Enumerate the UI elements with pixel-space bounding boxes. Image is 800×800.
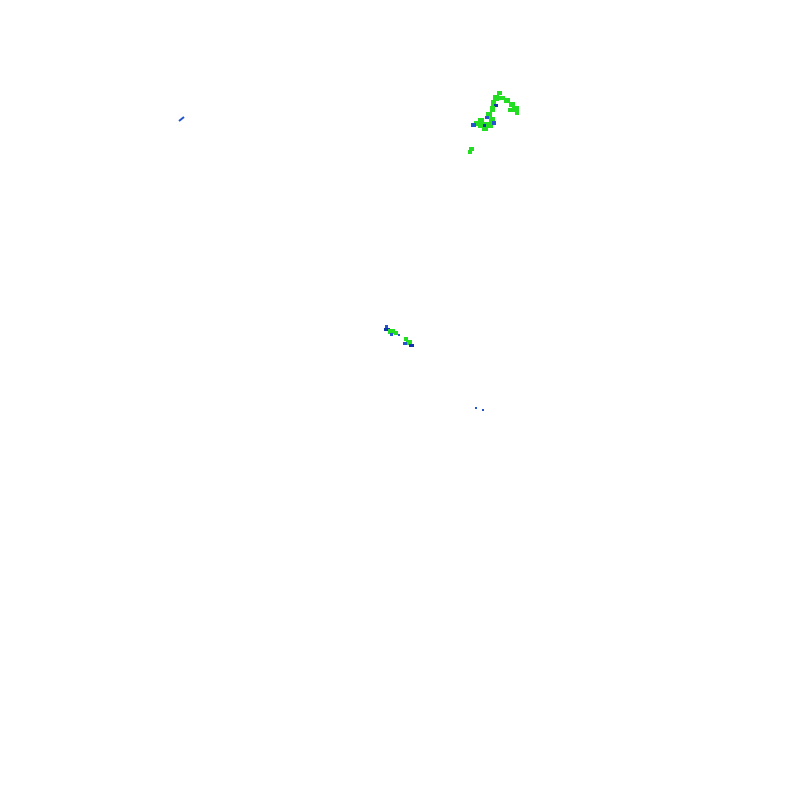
echo-pixel bbox=[485, 116, 489, 119]
small-northwest-return bbox=[178, 116, 185, 122]
echo-pixel bbox=[493, 95, 499, 101]
echo-pixel bbox=[178, 116, 185, 122]
echo-pixel bbox=[515, 112, 519, 115]
echo-pixel bbox=[390, 333, 393, 336]
echo-pixel bbox=[489, 117, 495, 122]
echo-pixel bbox=[478, 122, 486, 128]
echo-pixel bbox=[482, 127, 488, 131]
echo-pixel bbox=[403, 342, 407, 345]
echo-pixel bbox=[406, 340, 412, 345]
echo-pixel bbox=[404, 337, 408, 341]
echo-pixel bbox=[494, 104, 498, 107]
echo-pixel bbox=[509, 102, 515, 107]
echo-pixel bbox=[490, 106, 495, 112]
echo-pixel bbox=[475, 407, 477, 409]
echo-pixel bbox=[471, 123, 476, 127]
echo-pixel bbox=[478, 118, 484, 123]
echo-pixel bbox=[512, 106, 519, 112]
echo-pixel bbox=[474, 121, 480, 126]
echo-pixel bbox=[384, 328, 390, 331]
echo-pixel bbox=[482, 409, 484, 411]
echo-pixel bbox=[508, 108, 513, 112]
echo-pixel bbox=[486, 122, 493, 128]
echo-pixel bbox=[385, 325, 388, 328]
echo-pixel bbox=[491, 100, 496, 106]
echo-pixel bbox=[504, 98, 510, 103]
echo-pixel bbox=[486, 112, 492, 117]
echo-pixel bbox=[394, 331, 398, 335]
echo-pixel bbox=[398, 334, 400, 336]
southeast-speckle bbox=[475, 407, 484, 411]
echo-pixel bbox=[469, 147, 474, 151]
echo-pixel bbox=[499, 96, 505, 100]
echo-pixel bbox=[409, 344, 414, 347]
central-echo-cluster bbox=[384, 325, 414, 347]
echo-pixel bbox=[468, 150, 472, 154]
echo-pixel bbox=[483, 124, 487, 127]
echo-pixel bbox=[497, 91, 502, 95]
echo-pixel bbox=[492, 121, 496, 125]
echo-pixel bbox=[388, 329, 395, 334]
northeast-echo-cluster bbox=[468, 91, 519, 154]
